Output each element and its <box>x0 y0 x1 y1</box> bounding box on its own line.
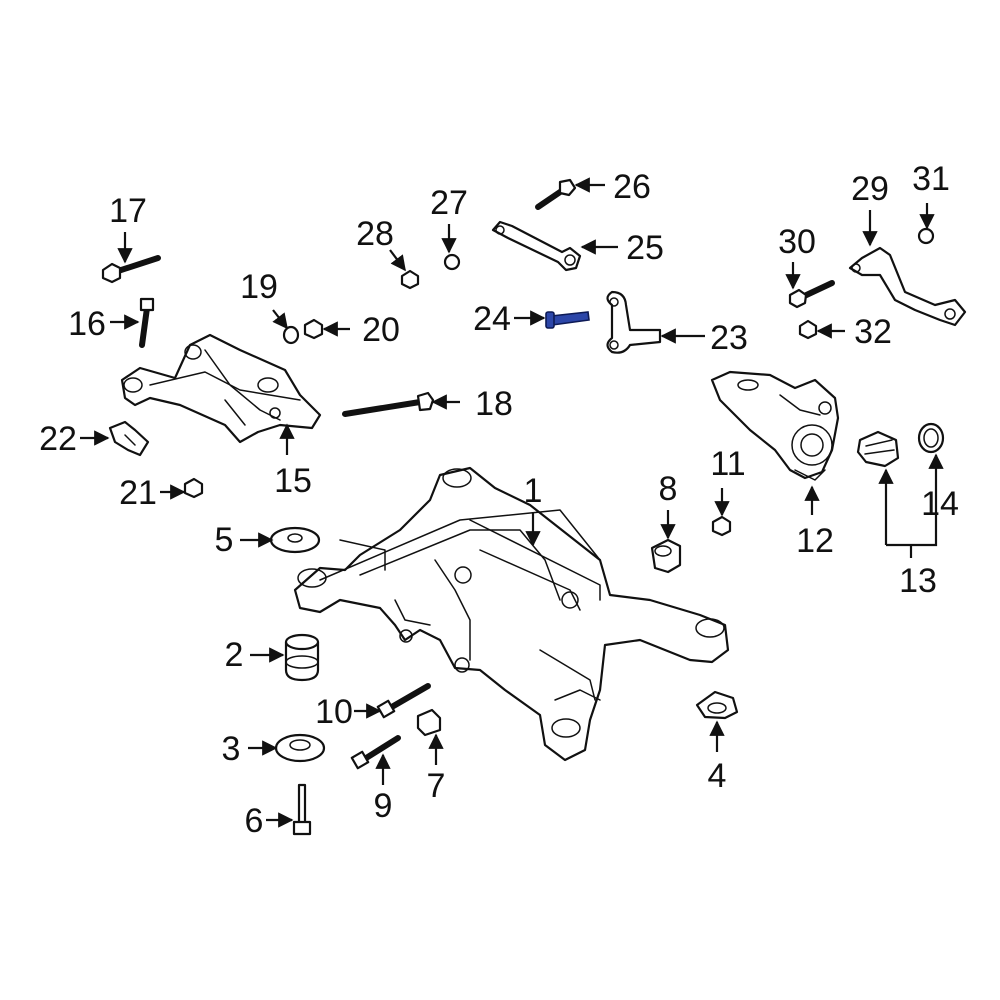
mount-part-3[interactable] <box>274 733 326 763</box>
callout-29: 29 <box>851 170 889 208</box>
bolt-part-16[interactable] <box>139 297 155 348</box>
bushing-part-7[interactable] <box>416 708 442 737</box>
callout-22: 22 <box>39 420 77 458</box>
callout-5: 5 <box>215 521 234 559</box>
carrier-part-15[interactable] <box>120 333 322 444</box>
bolt-part-9[interactable] <box>350 735 401 770</box>
callout-24: 24 <box>473 300 511 338</box>
callout-16: 16 <box>68 305 106 343</box>
callout-8: 8 <box>659 470 678 508</box>
callout-7: 7 <box>427 767 446 805</box>
callout-19: 19 <box>240 268 278 306</box>
bushing-part-2[interactable] <box>284 633 320 682</box>
bolt-part-10[interactable] <box>376 683 431 719</box>
callout-13: 13 <box>899 562 937 600</box>
callout-11: 11 <box>710 445 745 483</box>
bolt-part-26[interactable] <box>535 178 577 210</box>
callout-1: 1 <box>524 472 543 510</box>
washer-part-19[interactable] <box>282 325 300 345</box>
nut-part-32[interactable] <box>798 319 818 340</box>
callout-17: 17 <box>109 192 147 230</box>
callout-6: 6 <box>245 802 264 840</box>
callout-27: 27 <box>430 184 468 222</box>
callout-14: 14 <box>921 485 959 523</box>
bolt-part-30[interactable] <box>788 280 835 309</box>
callout-15: 15 <box>274 462 312 500</box>
callout-9: 9 <box>374 787 393 825</box>
callout-21: 21 <box>119 474 157 512</box>
knuckle-part-12[interactable] <box>710 370 840 481</box>
callout-32: 32 <box>854 313 892 351</box>
bolt-part-18[interactable] <box>342 391 435 417</box>
callout-25: 25 <box>626 229 664 267</box>
arrow-19 <box>272 309 288 330</box>
callout-10: 10 <box>315 693 353 731</box>
callout-31: 31 <box>912 160 950 198</box>
bolt-part-6[interactable] <box>292 783 312 836</box>
callout-28: 28 <box>356 215 394 253</box>
callout-18: 18 <box>475 385 513 423</box>
nut-part-21[interactable] <box>183 477 204 499</box>
bracket-part-22[interactable] <box>108 420 150 457</box>
nut-part-20[interactable] <box>303 318 324 340</box>
washer-part-31[interactable] <box>917 227 935 245</box>
link-part-23[interactable] <box>606 290 662 354</box>
bushing-part-8[interactable] <box>650 538 682 574</box>
mount-part-5[interactable] <box>269 526 321 554</box>
subframe-part-1[interactable] <box>293 466 730 762</box>
callout-20: 20 <box>362 311 400 349</box>
callout-26: 26 <box>613 168 651 206</box>
callout-30: 30 <box>778 223 816 261</box>
bolt-part-24-highlighted[interactable] <box>545 311 590 329</box>
leader-arrows <box>80 177 944 828</box>
callout-23: 23 <box>710 319 748 357</box>
callout-4: 4 <box>708 757 727 795</box>
callout-3: 3 <box>222 730 241 768</box>
callout-2: 2 <box>225 636 244 674</box>
bushing-part-13[interactable] <box>856 430 900 468</box>
bolt-part-17[interactable] <box>101 255 161 284</box>
callout-12: 12 <box>796 522 834 560</box>
ring-part-14[interactable] <box>917 422 945 454</box>
nut-part-11[interactable] <box>711 515 732 537</box>
arrow-28 <box>389 249 406 272</box>
link-part-25[interactable] <box>491 220 582 272</box>
control-arm-part-29[interactable] <box>848 246 967 327</box>
washer-part-27[interactable] <box>443 253 461 271</box>
bracket-13 <box>886 482 938 547</box>
mount-part-4[interactable] <box>695 690 739 720</box>
callout-labels: 1 2 3 4 5 6 7 8 9 10 11 12 13 14 15 16 1… <box>39 160 959 840</box>
nut-part-28[interactable] <box>400 269 420 290</box>
